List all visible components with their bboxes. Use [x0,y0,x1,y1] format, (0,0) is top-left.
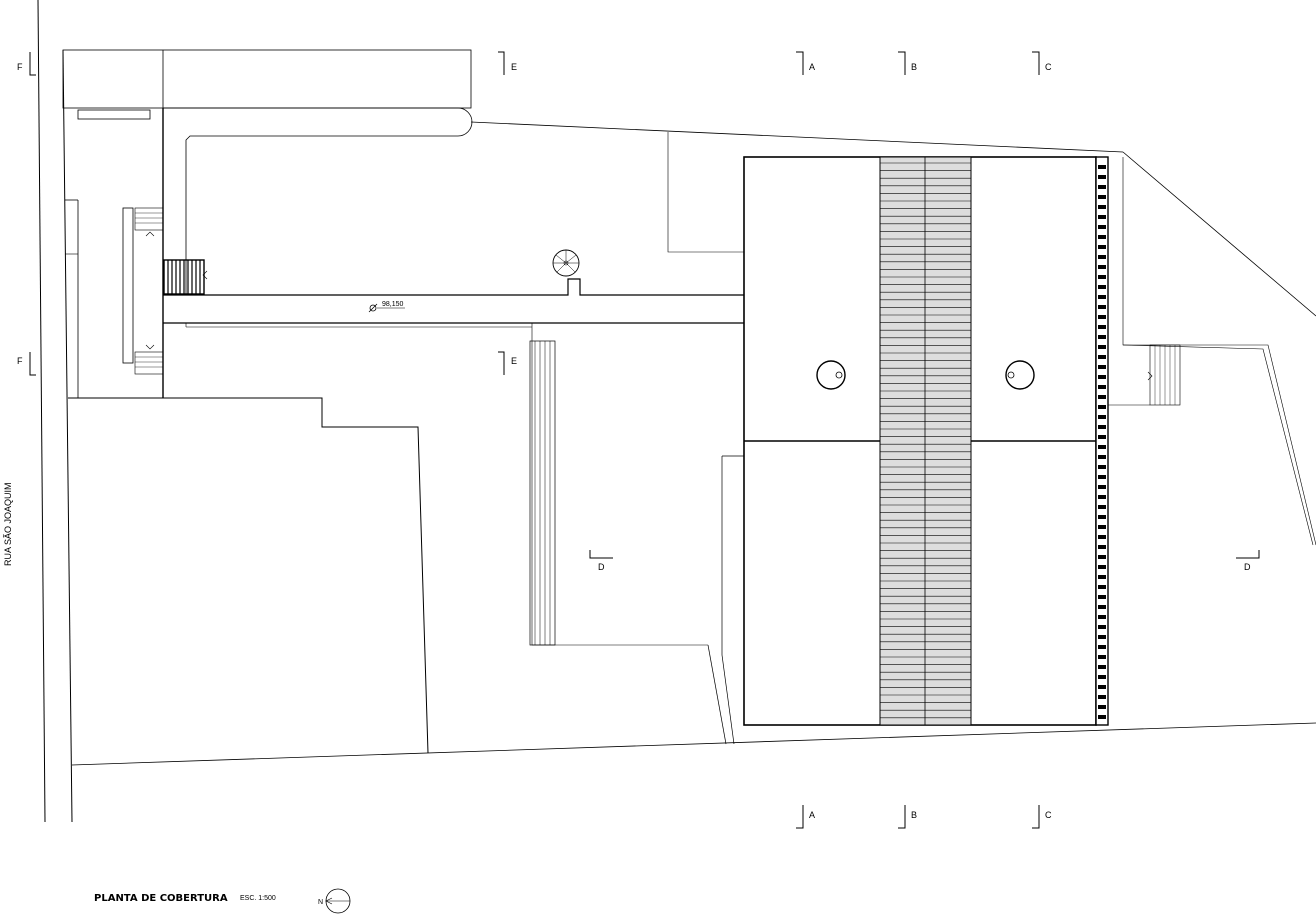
roof-edge-tick [1098,555,1106,559]
section-label-f-top: F [17,62,23,72]
section-label-c-top: C [1045,62,1052,72]
main-roof [744,157,1108,725]
roof-edge-tick [1098,635,1106,639]
roof-edge-tick [1098,255,1106,259]
roof-edge-tick [1098,525,1106,529]
roof-edge-tick [1098,325,1106,329]
roof-edge-tick [1098,345,1106,349]
roof-edge-tick [1098,705,1106,709]
roof-edge-tick [1098,175,1106,179]
roof-edge-tick [1098,715,1106,719]
section-label-d-left: D [598,562,605,572]
roof-edge-tick [1098,605,1106,609]
street-name: RUA SÃO JOAQUIM [3,482,13,566]
section-label-e-top: E [511,62,517,72]
north-arrow-icon [326,889,350,913]
section-label-b-bottom: B [911,810,917,820]
roof-edge-tick [1098,185,1106,189]
section-cut-icon [30,52,1259,828]
roof-edge-tick [1098,285,1106,289]
roof-edge-tick [1098,435,1106,439]
roof-edge-tick [1098,505,1106,509]
section-label-a-bottom: A [809,810,815,820]
roof-edge-tick [1098,305,1106,309]
roof-edge-tick [1098,215,1106,219]
roof-edge-tick [1098,655,1106,659]
drawing-scale: ESC. 1:500 [240,895,276,902]
roof-edge-tick [1098,335,1106,339]
roof-edge-tick [1098,375,1106,379]
roof-edge-tick [1098,405,1106,409]
south-boundary [72,723,1316,765]
corridor-bridge [163,279,744,327]
stair-block-dark [164,260,207,294]
roof-edge-tick [1098,535,1106,539]
roof-edge-tick [1098,595,1106,599]
section-label-f-bottom: F [17,356,23,366]
roof-edge-tick [1098,195,1106,199]
roof-edge-tick [1098,295,1106,299]
section-label-b-top: B [911,62,917,72]
roof-edge-tick [1098,625,1106,629]
section-label-a-top: A [809,62,815,72]
north-letter: N [318,899,323,906]
roof-edge-tick [1098,265,1106,269]
right-boundary [1108,152,1316,545]
roof-edge-tick [1098,495,1106,499]
roof-edge-tick [1098,205,1106,209]
section-label-e-bottom: E [511,356,517,366]
garden-stairs [530,323,744,744]
roof-edge-tick [1098,645,1106,649]
roof-edge-tick [1098,365,1106,369]
roof-edge-tick [1098,515,1106,519]
roof-drain-right-icon [1006,361,1034,389]
roof-drain-left-icon [817,361,845,389]
left-walkway [65,108,163,398]
roof-edge-tick [1098,445,1106,449]
roof-edge-tick [1098,565,1106,569]
roof-edge-tick [1098,385,1106,389]
stair-left-upper [135,208,163,236]
roof-edge-tick [1098,415,1106,419]
roof-edge-tick [1098,355,1106,359]
roof-edge-tick [1098,165,1106,169]
upper-garden-boundary [668,132,744,252]
roof-edge-tick [1098,395,1106,399]
roof-edge-tick [1098,245,1106,249]
lower-left-building [68,398,428,753]
roof-edge-tick [1098,695,1106,699]
roof-edge-tick [1098,315,1106,319]
roof-edge-tick [1098,665,1106,669]
elevation-label: 98,150 [382,301,404,308]
section-label-c-bottom: C [1045,810,1052,820]
roof-edge-tick [1098,575,1106,579]
roof-edge-tick [1098,585,1106,589]
roof-edge-tick [1098,615,1106,619]
roof-edge-tick [1098,455,1106,459]
roof-edge-tick [1098,475,1106,479]
stair-left-lower [135,345,163,374]
roof-edge-tick [1098,675,1106,679]
street-edges [38,0,72,822]
stair-right [1148,345,1180,405]
roof-edge-tick [1098,545,1106,549]
roof-edge-tick [1098,275,1106,279]
section-label-d-right: D [1244,562,1251,572]
roof-edge-tick [1098,465,1106,469]
roof-edge-tick [1098,425,1106,429]
roof-edge-tick [1098,235,1106,239]
roof-edge-tick [1098,485,1106,489]
drawing-title: PLANTA DE COBERTURA [94,893,228,904]
roof-edge-tick [1098,225,1106,229]
spiral-stair-icon [553,250,579,276]
roof-edge-tick [1098,685,1106,689]
